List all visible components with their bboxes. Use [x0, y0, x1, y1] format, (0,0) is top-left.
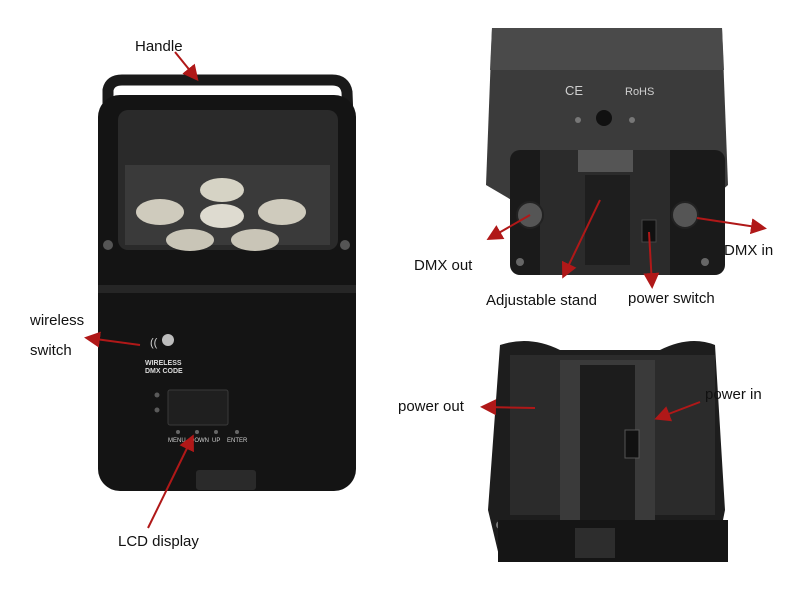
wireless-text2: DMX CODE	[145, 368, 183, 375]
btn-down-text: DOWN	[190, 438, 209, 444]
dmx-in-connector	[671, 201, 699, 229]
label-wireless-2: switch	[30, 342, 72, 359]
ce-mark: CE	[565, 83, 583, 98]
wireless-button	[162, 334, 174, 346]
label-power-in: power in	[705, 386, 762, 403]
arrow-handle	[174, 51, 199, 82]
arrow-lcd	[147, 434, 194, 529]
label-power-switch: power switch	[628, 290, 715, 307]
handle-shape	[102, 74, 356, 171]
arrow-dmx-in	[696, 217, 767, 235]
btn-menu-text: MENU	[168, 438, 186, 444]
btn-up-text: UP	[212, 438, 220, 444]
arrow-power-switch	[643, 231, 660, 289]
arrow-stand	[561, 199, 601, 279]
svg-text:((: ((	[150, 337, 158, 349]
label-power-out: power out	[398, 398, 464, 415]
label-handle: Handle	[135, 38, 183, 55]
label-lcd: LCD display	[118, 533, 199, 550]
label-dmx-in: DMX in	[724, 242, 774, 259]
label-wireless-1: wireless	[30, 312, 85, 329]
arrow-power-out	[480, 399, 536, 416]
label-stand: Adjustable stand	[486, 292, 597, 309]
arrow-wireless	[84, 331, 141, 348]
wireless-text1: WIRELESS	[145, 360, 182, 367]
rohs-mark: RoHS	[625, 86, 654, 98]
btn-enter-text: ENTER	[227, 438, 248, 444]
arrow-power-in	[654, 401, 701, 422]
led-lens-group	[136, 178, 306, 251]
arrow-dmx-out	[486, 214, 531, 240]
lcd-screen	[167, 389, 229, 426]
label-dmx-out: DMX out	[414, 257, 473, 274]
